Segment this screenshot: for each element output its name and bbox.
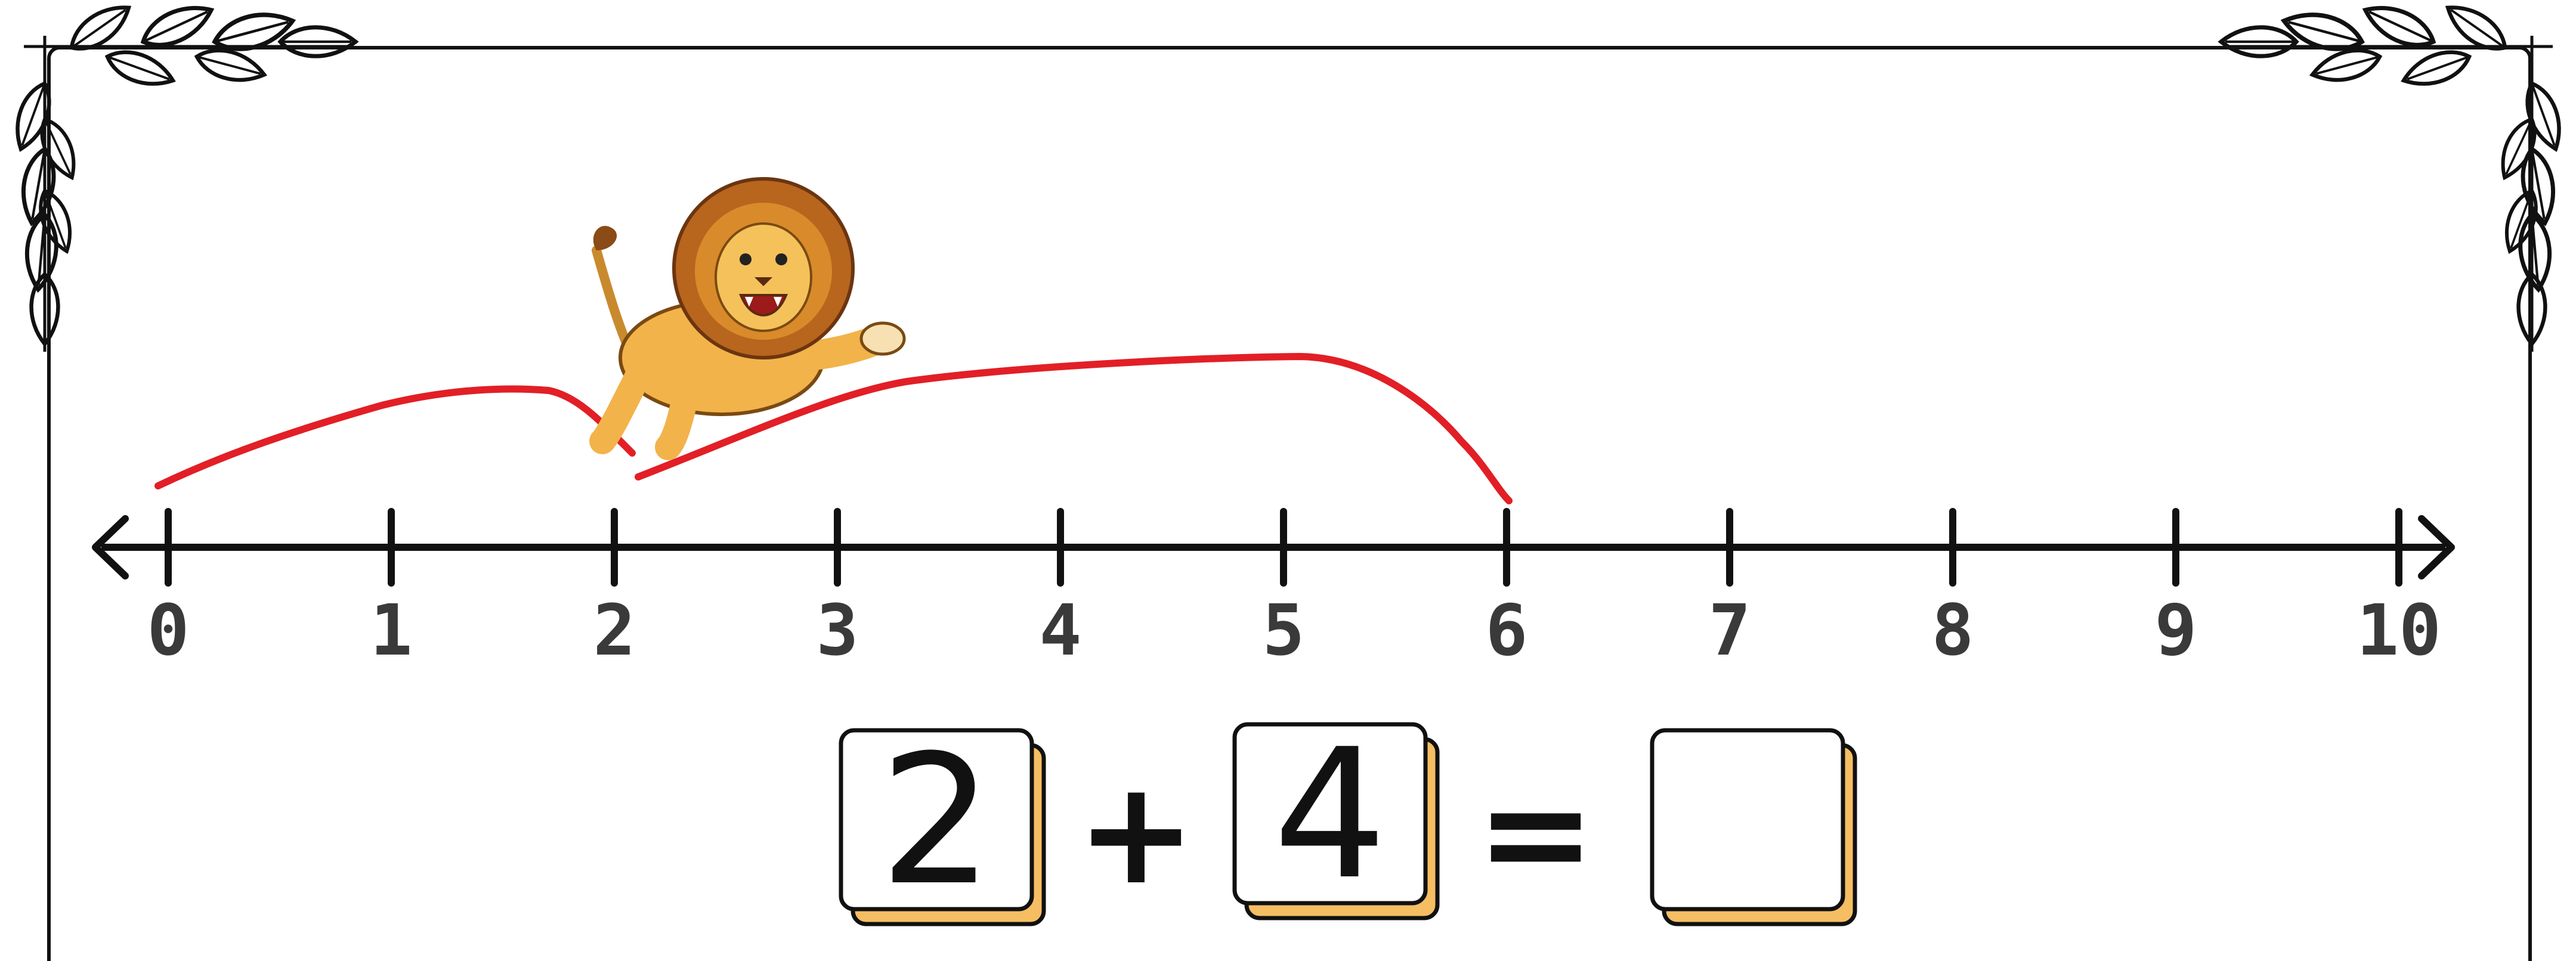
addend-2-box: 4 (1232, 711, 1440, 920)
tick-label-9: 9 (2154, 589, 2197, 671)
tick-label-7: 7 (1708, 589, 1751, 671)
worksheet-frame (47, 46, 2532, 961)
right-arrow-icon (2418, 515, 2455, 579)
left-arrow-icon (92, 515, 129, 579)
addend-1-box: 2 (839, 717, 1046, 926)
tick-label-4: 4 (1039, 589, 1081, 671)
equals-sign: = (1476, 749, 1595, 916)
leaf-vine-decoration-top-right (2221, 0, 2568, 352)
tick-label-1: 1 (370, 589, 412, 671)
tick-label-10: 10 (2357, 589, 2441, 671)
tick-label-3: 3 (816, 589, 858, 671)
lion-illustration (589, 177, 906, 460)
plus-sign: + (1076, 749, 1196, 916)
tick-label-8: 8 (1931, 589, 1974, 671)
tick-label-6: 6 (1485, 589, 1527, 671)
addend-2: 4 (1273, 711, 1387, 919)
tick-label-0: 0 (147, 589, 189, 671)
tick-label-2: 2 (593, 589, 635, 671)
jump-arc-4 (635, 352, 1513, 504)
leaf-vine-decoration-top-left (8, 0, 355, 352)
answer-box[interactable] (1650, 728, 1857, 926)
addend-1: 2 (880, 717, 994, 925)
tick-label-5: 5 (1262, 589, 1304, 671)
equation: 2 + 4 = (839, 711, 1857, 926)
number-line: 0 1 2 3 4 5 6 7 8 9 10 (92, 508, 2455, 671)
jump-arc-2 (154, 385, 636, 489)
